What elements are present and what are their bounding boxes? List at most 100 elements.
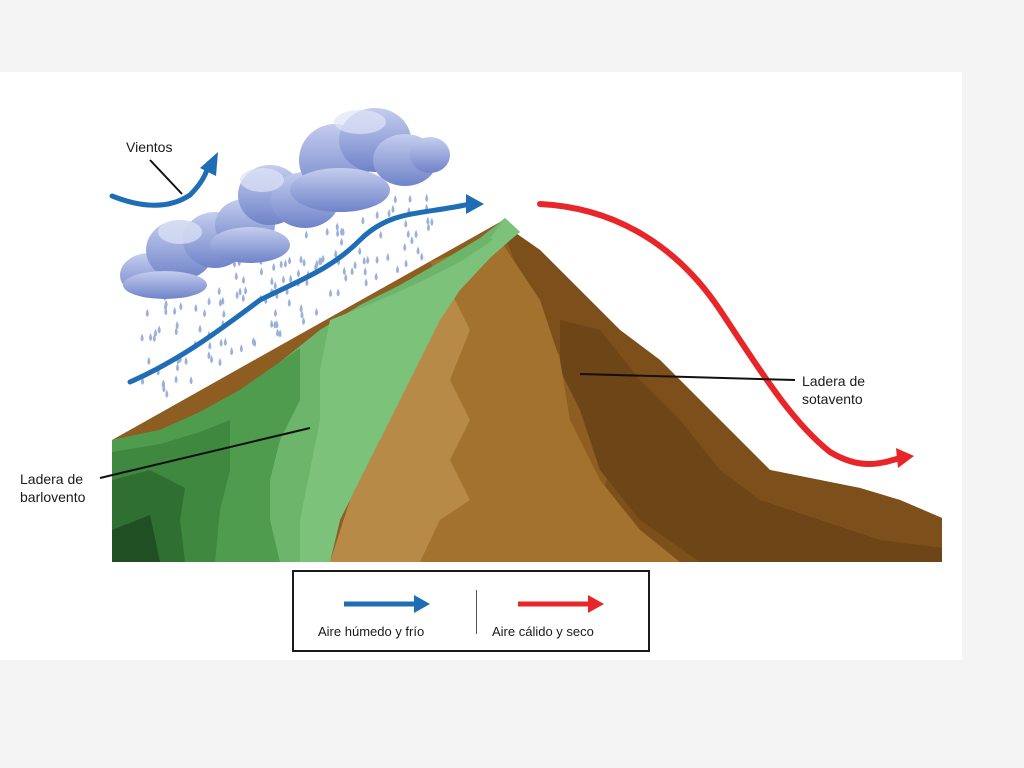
legend-humid-label: Aire húmedo y frío <box>318 624 425 639</box>
rain-drop <box>194 303 198 312</box>
leeward-leader <box>579 373 796 381</box>
rain-drop <box>325 227 329 236</box>
rain-drop <box>176 363 180 372</box>
rain-drop <box>366 255 370 264</box>
rain-drop <box>304 230 308 239</box>
rain-drop <box>353 260 357 269</box>
rain-drop <box>296 269 300 278</box>
dry-air-arrow <box>537 201 903 467</box>
rain-drop <box>374 272 378 281</box>
rain-drop <box>207 297 211 306</box>
rain-drop <box>154 328 158 337</box>
legend-dry-arrow <box>588 595 604 613</box>
rain-drop <box>272 262 276 271</box>
rain-drop <box>173 306 177 315</box>
winds-label: Vientos <box>126 139 173 155</box>
rain-drop <box>251 337 255 346</box>
rain-drop <box>287 298 291 307</box>
legend-dry-label: Aire cálido y seco <box>492 624 594 639</box>
rain-drop <box>336 228 340 237</box>
rain-drop <box>342 266 346 275</box>
rain-drop <box>235 290 239 299</box>
rain-drop <box>164 307 168 316</box>
rain-drop <box>203 309 207 318</box>
leeward-label-line1: Ladera de <box>802 373 866 389</box>
rain-drop <box>403 243 407 252</box>
rain-drop <box>314 307 318 316</box>
rain-drop <box>430 217 434 226</box>
rain-drop <box>288 256 292 265</box>
windward-label-line1: Ladera de <box>20 471 84 487</box>
rain-drop <box>416 246 420 255</box>
rain-drop <box>302 258 306 267</box>
rain-drop <box>270 277 274 286</box>
rain-drop <box>329 288 333 297</box>
rain-drop <box>239 344 243 353</box>
legend: Aire húmedo y frío Aire cálido y seco <box>292 570 650 652</box>
rain-drop <box>404 219 408 228</box>
rain-drop <box>386 253 390 262</box>
rain-drop <box>283 259 287 268</box>
rain-drop <box>157 325 161 334</box>
rain-drop <box>302 316 306 325</box>
rain-drop <box>210 355 214 364</box>
rain-drop <box>147 356 151 365</box>
rain-drop <box>161 379 165 388</box>
rain-drop <box>408 194 412 203</box>
rain-drop <box>425 193 429 202</box>
rain-drop <box>149 333 153 342</box>
rain-drop <box>375 255 379 264</box>
legend-divider <box>476 590 477 634</box>
rain-drop <box>165 389 169 398</box>
rain-drop <box>364 278 368 287</box>
leeward-label: Ladera de sotavento <box>802 372 865 408</box>
rain-drop <box>387 209 391 218</box>
rain-drop <box>222 309 226 318</box>
humid-air-arrow <box>127 201 473 385</box>
rain-drop <box>361 216 365 225</box>
winds-leader <box>149 159 183 195</box>
rain-drop <box>189 376 193 385</box>
rain-drop <box>218 357 222 366</box>
rain-drop <box>221 296 225 305</box>
rain-drop <box>289 274 293 283</box>
rain-drop <box>334 249 338 258</box>
rain-drop <box>242 275 246 284</box>
rain-drop <box>414 229 418 238</box>
rain-drop <box>241 293 245 302</box>
rain-drop <box>318 257 322 266</box>
rain-drop <box>273 308 277 317</box>
rain-drop <box>404 259 408 268</box>
rain-drop <box>184 356 188 365</box>
rain-drop <box>336 288 340 297</box>
winds-arrow <box>109 163 211 208</box>
rain-drop <box>223 337 227 346</box>
rain-drop <box>145 308 149 317</box>
rain-drop <box>217 286 221 295</box>
rain-drop <box>276 328 280 337</box>
rain-drop <box>174 327 178 336</box>
rain-drop <box>358 246 362 255</box>
rain-drop <box>391 204 395 213</box>
rain-drop <box>321 254 325 263</box>
rain-drop <box>335 222 339 231</box>
rain-drop <box>420 252 424 261</box>
windward-leader <box>99 427 311 479</box>
rain-drop <box>179 302 183 311</box>
rain-drop <box>363 267 367 276</box>
windward-label-line2: barlovento <box>20 489 86 505</box>
rain-drop <box>300 310 304 319</box>
legend-humid-arrow <box>414 595 430 613</box>
rain-drop <box>208 341 212 350</box>
rain-drop <box>207 351 211 360</box>
legend-arrows <box>344 595 604 613</box>
rain-drop <box>341 227 345 236</box>
rain-drop <box>234 271 238 280</box>
rain-drop <box>198 324 202 333</box>
rain-drop <box>259 267 263 276</box>
rain-drop <box>244 286 248 295</box>
rain-drop <box>174 375 178 384</box>
windward-label: Ladera de barlovento <box>20 470 85 506</box>
rain-drop <box>273 281 277 290</box>
